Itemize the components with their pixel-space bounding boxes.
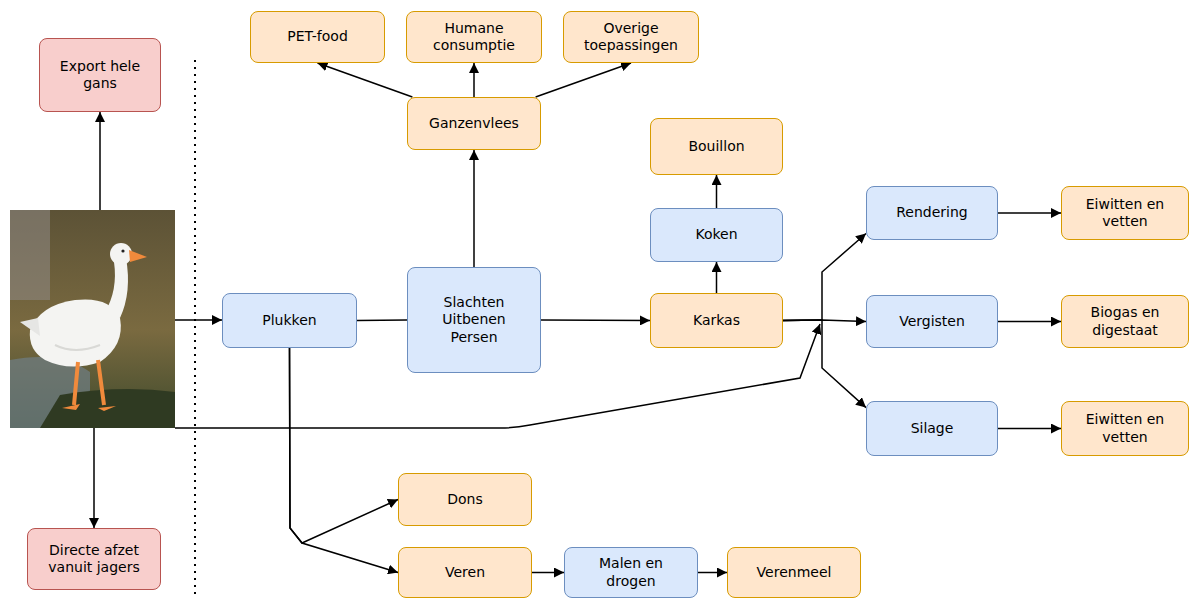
product-box: Verenmeel — [727, 547, 861, 598]
goose-photo — [10, 210, 175, 428]
product-box: Biogas en digestaat — [1061, 295, 1189, 348]
flow-arrow — [716, 175, 718, 208]
flow-arrow — [716, 262, 718, 293]
node-label: Overige toepassingen — [572, 20, 690, 54]
product-box: Eiwitten en vetten — [1061, 401, 1189, 456]
node-label: Verenmeel — [757, 564, 832, 581]
node-label: Export hele gans — [48, 58, 152, 92]
node-label: Veren — [445, 564, 485, 581]
node-label: Biogas en digestaat — [1070, 304, 1180, 338]
node-label: Silage — [911, 420, 954, 437]
flow-arrow — [541, 319, 650, 321]
flow-arrow — [783, 234, 866, 321]
flow-arrow — [783, 320, 866, 408]
node-label: Slachten Uitbenen Persen — [432, 294, 516, 345]
flow-arrow — [536, 63, 631, 97]
outlet-box: Export hele gans — [39, 38, 161, 112]
product-box: Karkas — [650, 293, 783, 348]
product-box: Eiwitten en vetten — [1061, 186, 1189, 240]
process-box: Silage — [866, 401, 998, 456]
dotted-separator — [194, 60, 196, 596]
goose-arrow — [99, 112, 101, 210]
node-label: Karkas — [693, 312, 740, 329]
node-label: PET-food — [287, 28, 348, 45]
process-box: Rendering — [866, 186, 998, 240]
node-label: Directe afzet vanuit jagers — [36, 542, 152, 576]
product-box: PET-food — [250, 11, 385, 63]
node-label: Eiwitten en vetten — [1070, 196, 1180, 230]
process-box: Slachten Uitbenen Persen — [407, 267, 541, 373]
process-box: Koken — [650, 208, 783, 262]
product-box: Overige toepassingen — [563, 11, 699, 63]
product-box: Bouillon — [650, 118, 783, 175]
product-box: Veren — [398, 547, 532, 598]
node-label: Koken — [695, 226, 737, 243]
node-label: Dons — [447, 491, 483, 508]
flow-arrow — [318, 63, 413, 97]
goose-arrow — [93, 428, 95, 528]
flow-arrow — [290, 348, 399, 573]
process-box: Plukken — [222, 293, 357, 348]
flow-arrow — [998, 321, 1061, 323]
flow-arrow — [290, 348, 399, 543]
flow-arrow — [998, 428, 1061, 430]
flow-arrow — [473, 150, 475, 267]
product-box: Humane consumptie — [406, 11, 542, 63]
flow-arrow — [357, 319, 407, 321]
node-label: Vergisten — [899, 313, 965, 330]
node-label: Ganzenvlees — [429, 115, 519, 132]
flow-arrow — [698, 572, 727, 574]
outlet-box: Directe afzet vanuit jagers — [27, 528, 161, 590]
node-label: Plukken — [262, 312, 316, 329]
node-label: Bouillon — [688, 138, 744, 155]
node-label: Rendering — [896, 204, 968, 221]
node-label: Malen en drogen — [585, 555, 677, 589]
process-box: Vergisten — [866, 295, 998, 348]
process-box: Malen en drogen — [564, 547, 698, 598]
node-label: Humane consumptie — [415, 20, 533, 54]
product-box: Ganzenvlees — [407, 97, 541, 150]
product-box: Dons — [398, 473, 532, 526]
flow-arrow — [473, 63, 475, 97]
flow-arrow — [998, 212, 1061, 214]
goose-arrow — [175, 319, 222, 321]
flow-arrow — [532, 572, 564, 574]
node-label: Eiwitten en vetten — [1070, 411, 1180, 445]
